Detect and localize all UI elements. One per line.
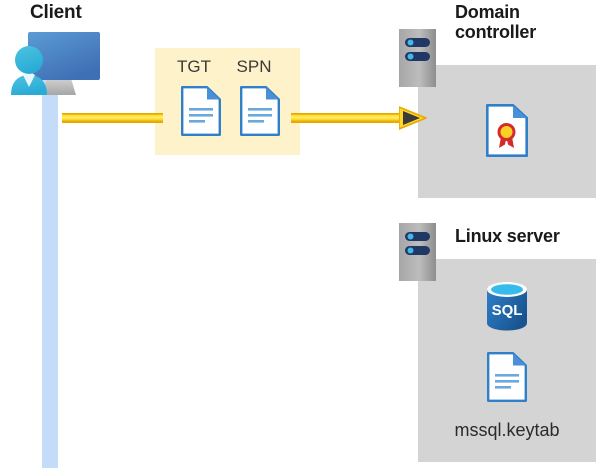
sql-database-icon: SQL <box>487 282 527 331</box>
flow-line-right <box>291 113 401 123</box>
user-workstation-icon <box>11 32 100 95</box>
document-icon <box>240 86 280 136</box>
document-icon <box>181 86 221 136</box>
spn-label: SPN <box>236 57 272 76</box>
client-lifeline <box>42 60 58 468</box>
linux-server-title: Linux server <box>455 226 560 246</box>
client-title: Client <box>30 2 82 23</box>
server-rack-icon <box>399 223 436 281</box>
certificate-document-icon <box>486 104 528 157</box>
arrow-right-icon <box>399 106 427 130</box>
domain-controller-title: Domain controller <box>455 2 537 43</box>
keytab-filename-label: mssql.keytab <box>454 420 560 440</box>
svg-text:SQL: SQL <box>492 302 523 319</box>
flow-line-left <box>62 113 163 123</box>
document-icon <box>487 352 527 402</box>
tgt-label: TGT <box>177 57 211 76</box>
server-rack-icon <box>399 29 436 87</box>
